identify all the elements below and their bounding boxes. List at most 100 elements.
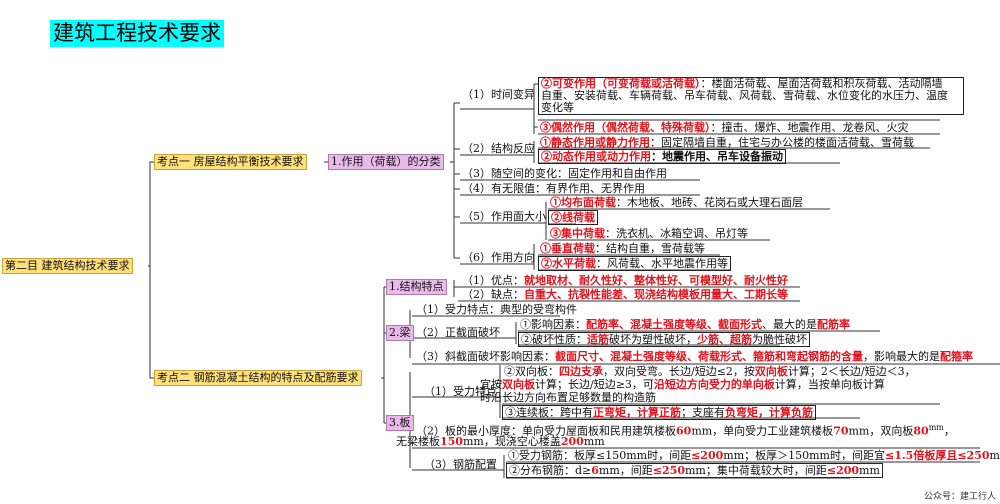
t: mm，双向板 — [848, 424, 914, 438]
t: mm，现浇空心楼盖 — [462, 435, 561, 448]
text-vertical-load-desc: ：结构自重，雪荷载等 — [595, 242, 705, 255]
t: ①影响因素： — [520, 318, 586, 331]
subtopic-load-classification: 1.作用（荷载）的分类 — [328, 154, 444, 170]
t: 双向板 — [502, 378, 535, 391]
node-advantages: （1）优点：就地取材、耐久性好、整体性好、可模型好、耐火性好 — [462, 274, 788, 287]
text-horizontal-load-desc: ：风荷载、水平地震作用等 — [596, 257, 728, 270]
node-static-action: ①静态作用或静力作用：固定隔墙自重，住宅与办公楼的楼面活荷载、雪荷载 — [540, 136, 914, 149]
text-dis: 自重大、抗裂性能差、现浇结构模板用量大、工期长等 — [524, 288, 788, 301]
node-variable-action: ②可变作用（可变荷载或活荷载）：楼面活荷载、屋面活荷载和积灰荷载、活动隔墙 自重… — [538, 77, 964, 115]
t: 80 — [913, 424, 929, 438]
text-dis-label: （2）缺点： — [462, 288, 524, 301]
t: mm，间距 — [598, 464, 653, 477]
t: 截面尺寸、混凝土强度等级、荷载形式、箍筋和弯起钢筋的含量 — [555, 350, 863, 363]
page-title: 建筑工程技术要求 — [50, 20, 224, 47]
t: 200 — [560, 435, 584, 448]
section-slab: 3.板 — [386, 415, 414, 431]
node-failure-nature: ②破坏性质：适筋破坏为塑性破坏，少筋、超筋为脆性破坏 — [518, 332, 810, 347]
text-variable-action-desc: ：楼面活荷载、屋面活荷载和积灰荷载、活动隔墙 — [700, 77, 943, 90]
t: 为脆性破坏 — [752, 333, 807, 346]
t: mm；集中荷载较大时，间距 — [684, 464, 827, 477]
branch-space-variation: （3）随空间的变化：固定作用和自由作用 — [462, 167, 667, 180]
text-dynamic: ②动态作用或动力作用 — [541, 150, 651, 163]
t: 配筋率 — [817, 318, 850, 331]
node-disadvantages: （2）缺点：自重大、抗裂性能差、现浇结构模板用量大、工期长等 — [462, 288, 788, 301]
t: 60 — [676, 424, 692, 438]
t: ， — [943, 424, 955, 438]
t: 、最大的是 — [762, 318, 817, 331]
t: ②分布钢筋：d≥ — [509, 464, 592, 477]
t: 6 — [591, 464, 599, 477]
node-distribution-rebar: ②分布钢筋：d≥6mm，间距≤250mm；集中荷载较大时，间距≤200mm — [506, 463, 883, 478]
t: ≤250 — [652, 464, 685, 477]
node-two-way-slab: ②双向板：四边支承，双向受弯。长边/短边≤2，按双向板计算；2＜长边/短边＜3， — [504, 365, 916, 378]
branch-action-area: （5）作用面大小 — [462, 210, 546, 223]
node-beam-normal-section: （2）正截面破坏 — [416, 326, 500, 339]
t: 配筋率、混凝土强度等级、截面形式 — [586, 318, 762, 331]
node-continuous-slab: ③连续板：跨中有正弯矩，计算正筋；支座有负弯矩，计算负筋 — [502, 405, 816, 420]
branch-limit: （4）有无限值：有界作用、无界作用 — [462, 182, 645, 195]
node-horizontal-load: ②水平荷载：风荷载、水平地震作用等 — [538, 256, 731, 271]
node-main-rebar: ①受力钢筋：板厚≤150mm时，间距≤200mm；板厚＞150mm时，间距宜≤1… — [508, 449, 1000, 462]
t: 少筋、超筋 — [697, 333, 752, 346]
text-adv: 就地取材、耐久性好、整体性好、可模型好、耐火性好 — [524, 274, 788, 287]
t: ，影响最大的是 — [863, 350, 940, 363]
t: ，双向受弯。长边/短边≤2，按 — [603, 365, 755, 378]
t: mm — [989, 449, 1000, 462]
t: 计算；长边/短边≥3，可 — [535, 378, 654, 391]
node-two-way-slab-3: 时沿长边方向布置足够数量的构造筋 — [480, 391, 656, 404]
node-vertical-load: ①垂直荷载：结构自重，雪荷载等 — [540, 242, 705, 255]
t: ≤200 — [826, 464, 860, 477]
t: ②双向板： — [504, 365, 559, 378]
text-horizontal-load: ②水平荷载 — [541, 257, 596, 270]
t: 无梁楼板 — [396, 435, 440, 448]
t: mm — [859, 464, 880, 477]
t: mm — [583, 435, 605, 448]
text-area-load: ①均布面荷载 — [550, 196, 616, 209]
node-slab-min-thickness: （2）板的最小厚度：单向受力屋面板和民用建筑楼板60mm，单向受力工业建筑楼板7… — [416, 421, 955, 438]
text-variable-action: ②可变作用（可变荷载或活荷载） — [541, 77, 701, 90]
t: mm，单向受力工业建筑楼板 — [691, 424, 834, 438]
section-beam: 2.梁 — [386, 325, 414, 341]
branch-time-variation: （1）时间变异 — [462, 88, 535, 101]
t: 150 — [440, 435, 463, 448]
watermark: 公众号：建工行人 — [923, 492, 996, 502]
text-adv-label: （1）优点： — [462, 274, 524, 287]
text-area-load-desc: ：木地板、地砖、花岗石或大理石面层 — [616, 196, 803, 209]
node-slab-min-thickness-2: 无梁楼板150mm，现浇空心楼盖200mm — [396, 435, 605, 448]
text-vertical-load: ①垂直荷载 — [540, 242, 595, 255]
t: 计算，当按单向板计算 — [774, 378, 885, 391]
t: 计算；2＜长边/短边＜3， — [787, 365, 916, 378]
t: ②破坏性质： — [521, 333, 587, 346]
node-accidental-action: ③偶然作用（偶然荷载、特殊荷载）：撞击、爆炸、地震作用、龙卷风、火灾 — [540, 121, 909, 134]
t: 正弯矩，计算正筋 — [593, 406, 681, 419]
t: 破坏为塑性破坏， — [609, 333, 697, 346]
t: 适筋 — [587, 333, 609, 346]
text-concentrated-load: ③集中荷载 — [550, 227, 605, 240]
node-beam-oblique-section: （3）斜截面破坏影响因素：截面尺寸、混凝土强度等级、荷载形式、箍筋和弯起钢筋的含… — [416, 350, 973, 363]
text-static: ①静态作用或静力作用 — [540, 136, 650, 149]
t: 70 — [833, 424, 849, 438]
node-area-load: ①均布面荷载：木地板、地砖、花岗石或大理石面层 — [550, 196, 803, 209]
text-accidental-desc: ：撞击、爆炸、地震作用、龙卷风、火灾 — [710, 121, 909, 134]
t: 配箍率 — [940, 350, 973, 363]
node-beam-force: （1）受力特点：典型的受弯构件 — [416, 303, 577, 316]
t: ≤1.5倍板厚且≤250 — [884, 449, 990, 462]
t: ；支座有 — [681, 406, 725, 419]
t: mm — [928, 423, 944, 432]
text-variable-action-desc2: 自重、安装荷载、车辆荷载、吊车荷载、风荷载、雪荷载、水位变化的水压力、温度 — [541, 89, 948, 102]
t: 沿短边方向受力的单向板 — [653, 378, 775, 391]
branch-structural-response: （2）结构反应 — [462, 142, 535, 155]
node-slab-force: （1）受力特点 — [424, 385, 497, 398]
t: 宜按 — [480, 378, 502, 391]
t: 双向板 — [754, 365, 788, 378]
t: ③连续板：跨中有 — [505, 406, 593, 419]
node-dynamic-action: ②动态作用或动力作用：地震作用、吊车设备振动 — [538, 149, 786, 164]
t: （2）板的最小厚度：单向受力屋面板和民用建筑楼板 — [416, 424, 676, 438]
node-influence-factors: ①影响因素：配筋率、混凝土强度等级、截面形式、最大的是配筋率 — [520, 318, 850, 331]
text-dynamic-desc: ：地震作用、吊车设备振动 — [651, 150, 783, 163]
t: 负弯矩，计算负筋 — [725, 406, 813, 419]
t: （3）斜截面破坏影响因素： — [416, 350, 555, 363]
branch-direction: （6）作用方向 — [462, 251, 535, 264]
topic-node-1: 考点一 房屋结构平衡技术要求 — [154, 154, 307, 170]
